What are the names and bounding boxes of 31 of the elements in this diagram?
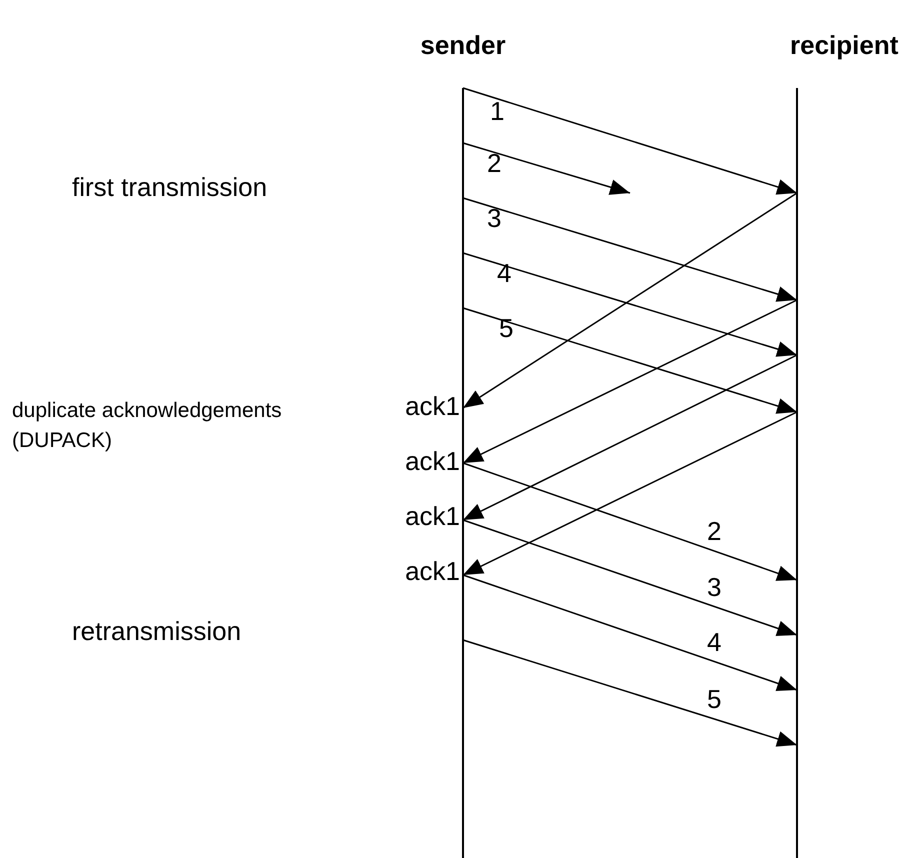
annotation-text: first transmission: [72, 171, 268, 204]
message-arrow: [462, 87, 798, 195]
edge-label: 4: [497, 258, 512, 288]
message-arrow: [462, 354, 798, 521]
edge-label: 3: [487, 203, 502, 233]
message-arrow: [462, 307, 798, 414]
message-arrow: [462, 519, 798, 636]
edge-label: ack1: [405, 501, 460, 531]
edge-label: 5: [707, 684, 722, 714]
edge-label: 2: [487, 148, 502, 178]
edge-label: 5: [499, 313, 514, 343]
message-arrow: [462, 252, 798, 357]
message-arrow: [462, 462, 798, 581]
message-arrow: [462, 192, 798, 409]
edge-label: ack1: [405, 391, 460, 421]
annotation-text: duplicate acknowledgements (DUPACK): [12, 398, 283, 454]
message-arrow: [462, 639, 798, 747]
annotation-text: retransmission: [72, 615, 242, 648]
edge-label: 1: [490, 96, 504, 126]
edge-label: 4: [707, 627, 722, 657]
edge-label: ack1: [405, 556, 460, 586]
edge-label: ack1: [405, 446, 460, 476]
message-arrow: [462, 142, 630, 195]
message-arrow: [462, 574, 798, 692]
message-arrow: [462, 197, 798, 302]
participant-label: recipient: [790, 29, 900, 62]
message-arrow: [462, 299, 798, 464]
message-arrow: [462, 411, 798, 576]
edge-label: 3: [707, 572, 722, 602]
edge-label: 2: [707, 516, 722, 546]
participant-label: sender: [419, 29, 507, 62]
